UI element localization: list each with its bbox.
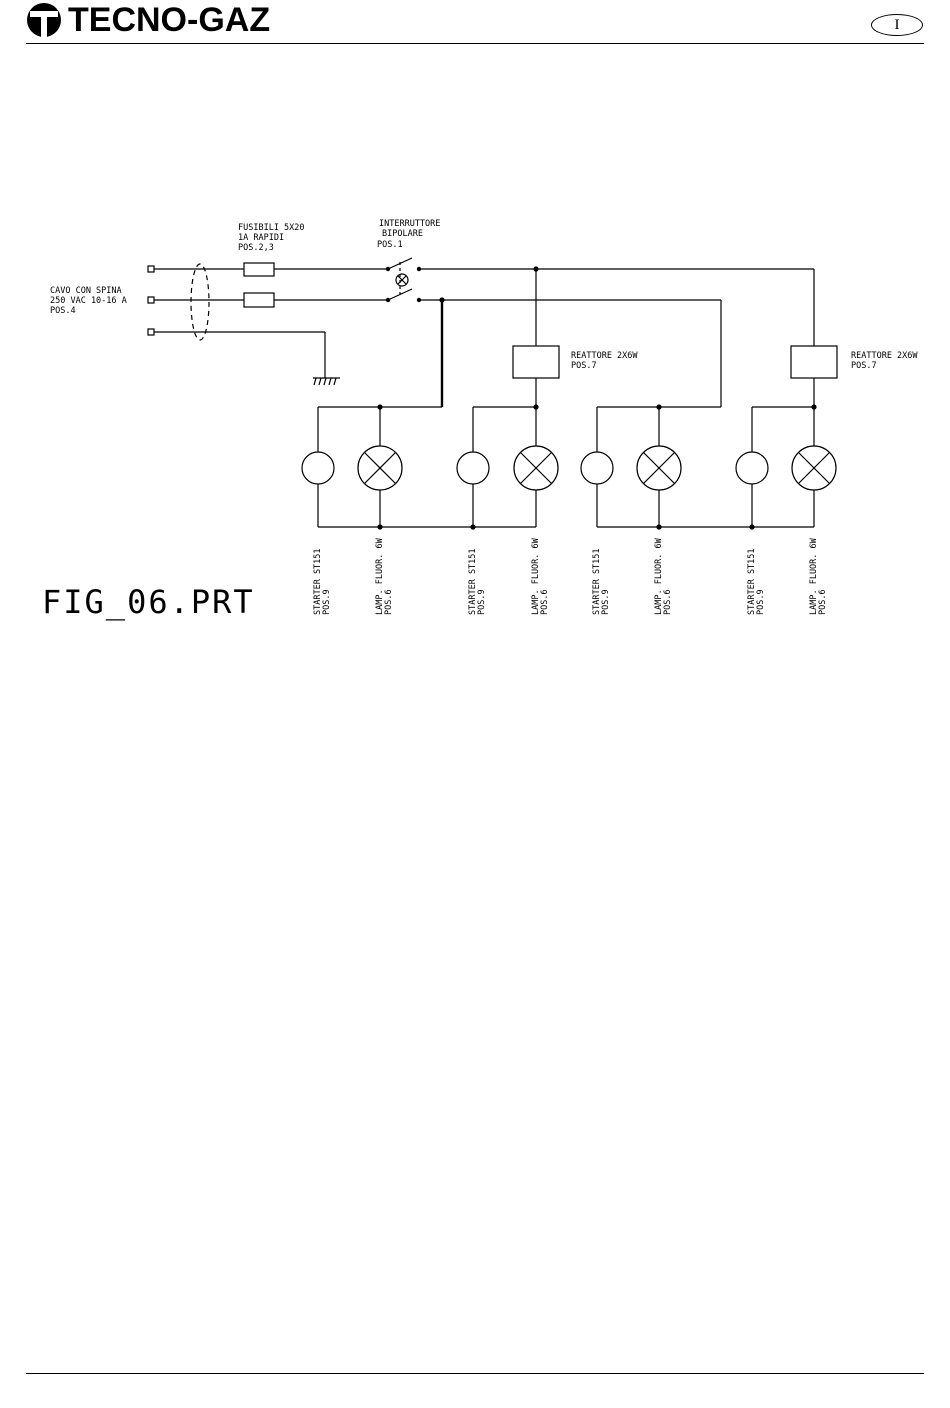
wiring-diagram: CAVO CON SPINA 250 VAC 10-16 A POS.4 FUS… <box>42 219 918 621</box>
ballast-1 <box>512 345 560 379</box>
starter-3-icon <box>580 451 614 485</box>
lamp-4-icon <box>791 445 837 491</box>
tecno-gaz-logo-icon <box>27 3 61 37</box>
cable-label-line2: 250 VAC 10-16 A <box>50 296 127 306</box>
ballast-2-label-line2: POS.7 <box>851 361 877 371</box>
starter-3-pos: POS.9 <box>601 589 611 615</box>
ballast-2 <box>790 345 838 379</box>
ballast-2-label-line1: REATTORE 2X6W <box>851 351 918 361</box>
fuse-2 <box>243 292 275 308</box>
plug-terminal-2 <box>147 296 155 304</box>
starter-1-label: STARTER ST151 <box>313 548 323 615</box>
lamp-3-icon <box>636 445 682 491</box>
ground-icon <box>313 377 340 386</box>
lamp-4-pos: POS.6 <box>818 589 828 615</box>
switch-label-line3: POS.1 <box>377 240 403 250</box>
lamp-3-pos: POS.6 <box>663 589 673 615</box>
cable-shield-icon <box>190 263 210 341</box>
starter-4-icon <box>735 451 769 485</box>
footer-divider <box>26 1373 924 1374</box>
header-divider <box>26 43 924 44</box>
plug-terminal-3 <box>147 328 155 336</box>
lamp-2-icon <box>513 445 559 491</box>
switch-label-line2: BIPOLARE <box>382 229 423 239</box>
fuse-label-line2: 1A RAPIDI <box>238 233 284 243</box>
cable-label-line1: CAVO CON SPINA <box>50 286 122 296</box>
ballast-1-label-line2: POS.7 <box>571 361 597 371</box>
ballast-1-label-line1: REATTORE 2X6W <box>571 351 638 361</box>
fuse-label-line1: FUSIBILI 5X20 <box>238 223 305 233</box>
brand-logo: TECNO-GAZ <box>26 2 270 38</box>
lamp-2-label: LAMP. FLUOR. 6W <box>531 537 541 615</box>
starter-4-label: STARTER ST151 <box>747 548 757 615</box>
lamp-1-label: LAMP. FLUOR. 6W <box>375 537 385 615</box>
starter-2-pos: POS.9 <box>477 589 487 615</box>
page-header: TECNO-GAZ I <box>0 0 950 48</box>
lamp-1-pos: POS.6 <box>384 589 394 615</box>
starter-3-label: STARTER ST151 <box>592 548 602 615</box>
lamp-2-pos: POS.6 <box>540 589 550 615</box>
brand-name: TECNO-GAZ <box>68 1 271 39</box>
lamp-4-label: LAMP. FLUOR. 6W <box>809 537 819 615</box>
figure-id: FIG_06.PRT <box>42 583 255 621</box>
starter-1-pos: POS.9 <box>322 589 332 615</box>
switch-label-line1: INTERRUTTORE <box>379 219 440 229</box>
starter-4-pos: POS.9 <box>756 589 766 615</box>
language-badge: I <box>871 14 923 36</box>
bipolar-switch-icon <box>385 257 422 303</box>
lamp-1-icon <box>357 445 403 491</box>
fuse-1 <box>243 262 275 277</box>
starter-2-icon <box>456 451 490 485</box>
starter-1-icon <box>301 451 335 485</box>
starter-2-label: STARTER ST151 <box>468 548 478 615</box>
plug-terminal-1 <box>147 265 155 273</box>
fuse-label-line3: POS.2,3 <box>238 243 274 253</box>
cable-label-line3: POS.4 <box>50 306 76 316</box>
lamp-3-label: LAMP. FLUOR. 6W <box>654 537 664 615</box>
